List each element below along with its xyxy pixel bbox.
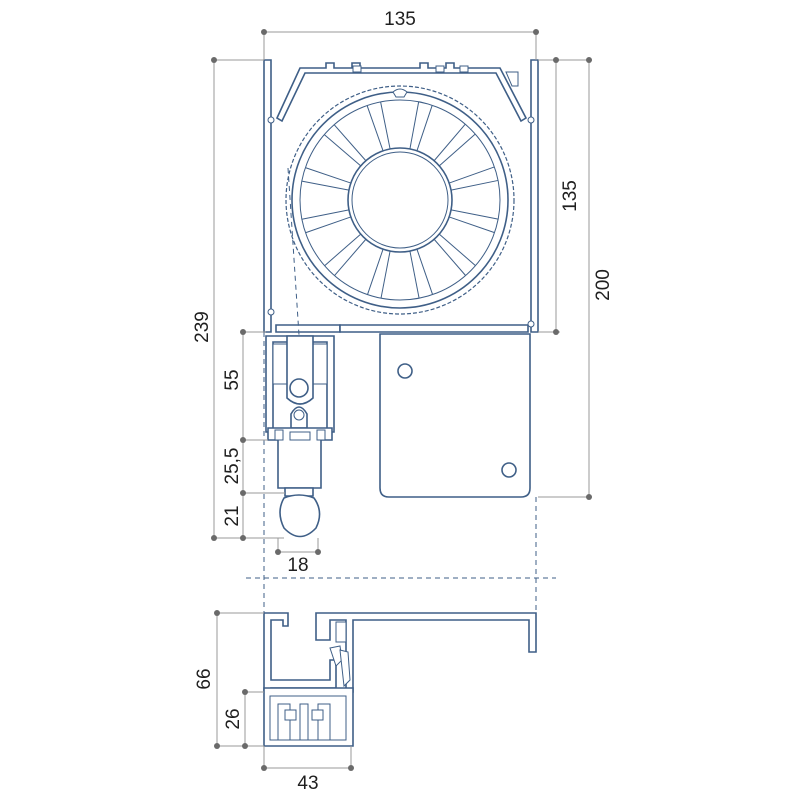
roller-spoke-edge bbox=[450, 209, 499, 220]
dim-label-guide-height: 200 bbox=[593, 269, 614, 301]
roller-spoke-edge bbox=[409, 250, 420, 299]
roller-drum bbox=[285, 85, 515, 315]
dim-label-slat-width: 18 bbox=[287, 555, 308, 576]
roller-spoke-edge bbox=[450, 179, 499, 191]
mounting-hole-bottom bbox=[501, 462, 517, 478]
roller-spoke-edge bbox=[301, 209, 350, 220]
box-left-wall bbox=[263, 59, 272, 333]
roller-spoke-edge bbox=[433, 123, 466, 162]
roller-spoke-edge bbox=[333, 124, 367, 162]
hidden-lines bbox=[246, 332, 556, 620]
rubber-seal bbox=[279, 494, 321, 538]
box-bottom-plate bbox=[339, 324, 529, 333]
slat-hinge bbox=[289, 378, 309, 398]
dimension-sill-base: 26 bbox=[223, 689, 264, 749]
roller-spoke-edge bbox=[448, 166, 495, 184]
roller-spoke-edge bbox=[367, 249, 384, 295]
side-end-plate bbox=[379, 333, 531, 498]
roller-spoke-edge bbox=[305, 216, 352, 234]
box-top-cover bbox=[275, 62, 528, 123]
dim-label-sill-width: 43 bbox=[297, 773, 318, 794]
box-bottom-profile bbox=[275, 324, 341, 333]
dimension-slat-width: 18 bbox=[275, 538, 321, 576]
roller-spoke-edge bbox=[416, 249, 434, 295]
roller-spoke-edge bbox=[324, 233, 362, 267]
dim-label-box-height: 135 bbox=[560, 180, 581, 212]
dim-label-sill-height: 66 bbox=[194, 668, 215, 689]
dim-label-box-width: 135 bbox=[384, 9, 416, 30]
dimension-sill-height: 66 bbox=[194, 610, 264, 749]
roller-spoke-edge bbox=[380, 250, 391, 299]
roller-spoke-edge bbox=[305, 167, 351, 184]
guide-rail bbox=[265, 335, 335, 433]
roller-spoke-edge bbox=[409, 101, 420, 150]
dim-label-end-slat-height: 25,5 bbox=[222, 448, 243, 485]
roller-spoke-edge bbox=[366, 105, 384, 152]
roller-spoke-edge bbox=[438, 133, 476, 167]
roller-spoke-edge bbox=[449, 216, 495, 234]
dimension-box-height: 135 bbox=[538, 57, 592, 335]
dim-label-slat-height: 55 bbox=[222, 369, 243, 390]
roller-spokes bbox=[301, 101, 499, 299]
roller-spoke-edge bbox=[324, 134, 362, 167]
dimension-box-width: 135 bbox=[261, 9, 539, 60]
roller-spoke-edge bbox=[380, 101, 391, 150]
dimension-sill-width: 43 bbox=[261, 746, 354, 794]
end-plate-outline bbox=[379, 333, 531, 498]
roller-spoke-edge bbox=[334, 238, 367, 276]
box-right-wall bbox=[530, 59, 539, 333]
mounting-hole-top bbox=[397, 363, 413, 379]
dim-label-sill-base-height: 26 bbox=[223, 708, 244, 729]
roller-spoke-edge bbox=[438, 233, 476, 266]
rolled-curtain-outline bbox=[285, 85, 515, 315]
roller-spoke-edge bbox=[433, 238, 466, 276]
dim-label-total-height: 239 bbox=[192, 311, 213, 343]
dimension-total-height: 239 bbox=[192, 57, 284, 541]
roller-spoke-edge bbox=[301, 180, 350, 191]
bottom-end-slat bbox=[267, 427, 333, 538]
dimension-guide-height: 200 bbox=[538, 57, 614, 500]
window-frame-sill bbox=[263, 612, 537, 747]
end-slat-profile bbox=[267, 427, 333, 489]
roller-spoke-edge bbox=[416, 105, 433, 151]
dimension-slat-stack: 55 25,5 21 bbox=[222, 329, 285, 541]
dim-label-seal-height: 21 bbox=[222, 505, 243, 526]
